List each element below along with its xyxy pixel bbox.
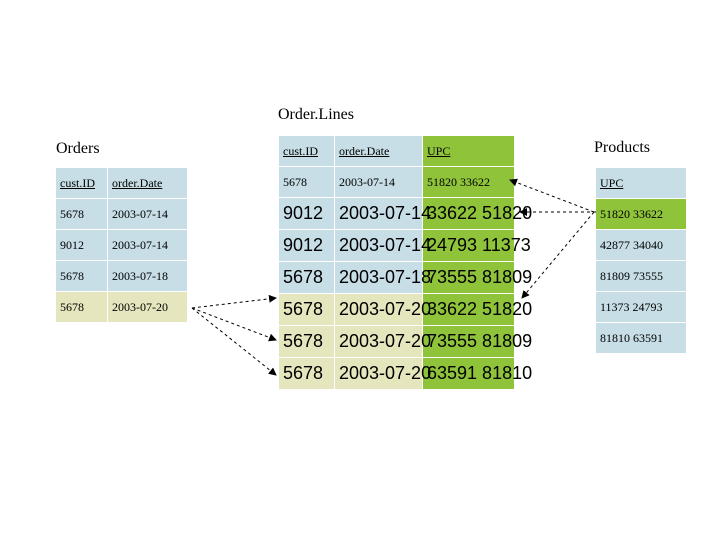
orders-cell: 2003-07-14 [107, 229, 188, 261]
arrow-orders-to-line-5 [191, 294, 277, 309]
products-row: 11373 24793 [595, 291, 687, 323]
orderlines-header-upc: UPC [422, 135, 515, 167]
orderlines-cell: 33622 51820 [422, 293, 532, 326]
products-cell: 11373 24793 [595, 291, 687, 323]
orders-cell: 5678 [55, 198, 108, 230]
orderlines-cell: 5678 [278, 357, 335, 390]
orders-row: 5678 2003-07-20 [55, 291, 188, 323]
orderlines-row: 5678 2003-07-20 73555 81809 [278, 325, 532, 358]
orderlines-cell: 2003-07-14 [334, 197, 431, 230]
arrow-orders-to-line-7 [191, 307, 277, 376]
orderlines-table: cust.ID order.Date UPC 5678 2003-07-14 5… [278, 135, 532, 390]
arrow-product-to-line-5 [521, 211, 595, 299]
orderlines-cell: 2003-07-20 [334, 293, 431, 326]
orders-cell: 5678 [55, 291, 108, 323]
products-table: UPC 51820 33622 42877 34040 81809 73555 … [595, 167, 687, 354]
arrow-product-to-line-1 [509, 178, 595, 213]
products-row: 81809 73555 [595, 260, 687, 292]
products-cell: 42877 34040 [595, 229, 687, 261]
orders-cell: 2003-07-14 [107, 198, 188, 230]
orderlines-row: 9012 2003-07-14 24793 11373 [278, 229, 531, 262]
orders-header-row: cust.ID order.Date [55, 167, 188, 199]
orderlines-row: 5678 2003-07-18 73555 81809 [278, 261, 532, 294]
orders-row: 9012 2003-07-14 [55, 229, 188, 261]
orderlines-title: Order.Lines [278, 106, 354, 123]
arrow-orders-to-line-6 [191, 307, 277, 342]
orderlines-row: 5678 2003-07-20 63591 81810 [278, 357, 532, 390]
orderlines-cell: 2003-07-14 [334, 229, 431, 262]
orderlines-cell: 5678 [278, 325, 335, 358]
orders-cell: 5678 [55, 260, 108, 292]
orderlines-cell: 2003-07-20 [334, 357, 431, 390]
products-row: 51820 33622 [595, 198, 687, 230]
products-cell: 81810 63591 [595, 322, 687, 354]
orders-cell: 2003-07-20 [107, 291, 188, 323]
orders-row: 5678 2003-07-14 [55, 198, 188, 230]
products-cell: 51820 33622 [595, 198, 687, 230]
products-label: Products [594, 139, 650, 156]
orderlines-cell: 5678 [278, 293, 335, 326]
orderlines-header-orderdate: order.Date [334, 135, 423, 167]
orderlines-cell: 73555 81809 [422, 261, 532, 294]
products-cell: 81809 73555 [595, 260, 687, 292]
products-row: 81810 63591 [595, 322, 687, 354]
orderlines-cell: 24793 11373 [422, 229, 531, 262]
orderlines-cell: 63591 81810 [422, 357, 532, 390]
orders-header-orderdate: order.Date [107, 167, 188, 199]
orderlines-cell: 9012 [278, 197, 335, 230]
orderlines-cell: 2003-07-20 [334, 325, 431, 358]
products-row: 42877 34040 [595, 229, 687, 261]
orderlines-header-row: cust.ID order.Date UPC [278, 135, 515, 167]
orders-cell: 9012 [55, 229, 108, 261]
orderlines-row: 5678 2003-07-20 33622 51820 [278, 293, 532, 326]
products-header-upc: UPC [595, 167, 687, 199]
products-header-row: UPC [595, 167, 687, 199]
orderlines-cell: 5678 [278, 166, 335, 198]
orderlines-cell: 2003-07-18 [334, 261, 431, 294]
orderlines-cell: 73555 81809 [422, 325, 532, 358]
orders-label: Orders [56, 140, 100, 157]
orderlines-row: 9012 2003-07-14 33622 51820 [278, 197, 532, 230]
orderlines-cell: 2003-07-14 [334, 166, 423, 198]
orders-table: cust.ID order.Date 5678 2003-07-14 9012 … [55, 167, 188, 323]
orders-header-custid: cust.ID [55, 167, 108, 199]
orderlines-header-custid: cust.ID [278, 135, 335, 167]
